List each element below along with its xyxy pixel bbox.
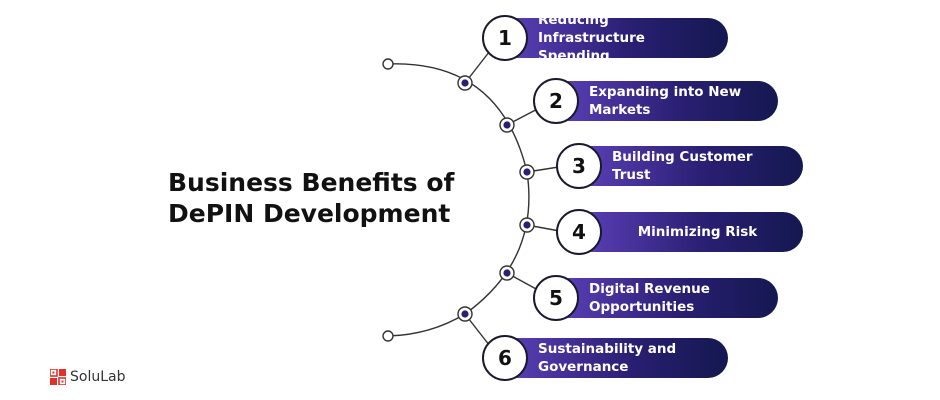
benefit-label: Sustainability and Governance: [538, 340, 676, 376]
benefit-label-line: Reducing Infrastructure: [538, 12, 645, 46]
benefit-number: 1: [482, 15, 528, 61]
benefit-item-1: Reducing Infrastructure Spending 1: [482, 12, 728, 64]
node-3: [519, 164, 535, 180]
benefit-label-line: Sustainability and: [538, 341, 677, 357]
benefit-number: 6: [482, 335, 528, 381]
benefit-label-line: Governance: [538, 359, 629, 375]
benefit-pill: Sustainability and Governance: [508, 338, 728, 378]
node-4: [519, 217, 535, 233]
benefit-number: 5: [533, 275, 579, 321]
arc-end-top: [382, 58, 394, 70]
benefit-pill: Digital Revenue Opportunities: [559, 278, 778, 318]
benefit-label: Building Customer Trust: [612, 148, 789, 184]
benefit-item-5: Digital Revenue Opportunities 5: [533, 275, 778, 321]
benefit-item-3: Building Customer Trust 3: [556, 143, 803, 189]
brand-name: SoluLab: [70, 369, 126, 385]
solulab-logo-icon: [50, 369, 66, 385]
node-2: [499, 117, 515, 133]
benefit-label-line: Spending: [538, 48, 610, 64]
arc-end-bottom: [382, 330, 394, 342]
benefit-pill: Expanding into New Markets: [559, 81, 778, 121]
node-5: [499, 265, 515, 281]
benefit-pill: Reducing Infrastructure Spending: [508, 12, 728, 64]
node-1: [457, 75, 473, 91]
benefit-label-line: Building Customer Trust: [612, 149, 753, 183]
title-line-2: DePIN Development: [168, 199, 451, 228]
benefit-label: Minimizing Risk: [638, 223, 758, 241]
node-6: [457, 306, 473, 322]
benefit-label-line: Digital Revenue: [589, 281, 710, 297]
benefit-pill: Building Customer Trust: [582, 146, 803, 186]
benefit-label-line: Minimizing Risk: [637, 224, 758, 240]
benefit-item-4: Minimizing Risk 4: [556, 209, 803, 255]
benefit-label-line: Expanding into New: [589, 84, 742, 100]
title-line-1: Business Benefits of: [168, 168, 455, 197]
benefit-item-6: Sustainability and Governance 6: [482, 335, 728, 381]
benefit-pill: Minimizing Risk: [582, 212, 803, 252]
brand-logo: SoluLab: [50, 369, 125, 385]
benefit-label-line: Opportunities: [589, 299, 695, 315]
arc-line: [387, 63, 530, 337]
benefit-label: Reducing Infrastructure Spending: [538, 11, 714, 65]
benefit-item-2: Expanding into New Markets 2: [533, 78, 778, 124]
benefit-label: Digital Revenue Opportunities: [589, 280, 710, 316]
benefit-label: Expanding into New Markets: [589, 83, 741, 119]
benefit-number: 4: [556, 209, 602, 255]
benefit-number: 2: [533, 78, 579, 124]
benefit-number: 3: [556, 143, 602, 189]
benefit-label-line: Markets: [589, 102, 651, 118]
diagram-title: Business Benefits of DePIN Development: [168, 167, 488, 229]
